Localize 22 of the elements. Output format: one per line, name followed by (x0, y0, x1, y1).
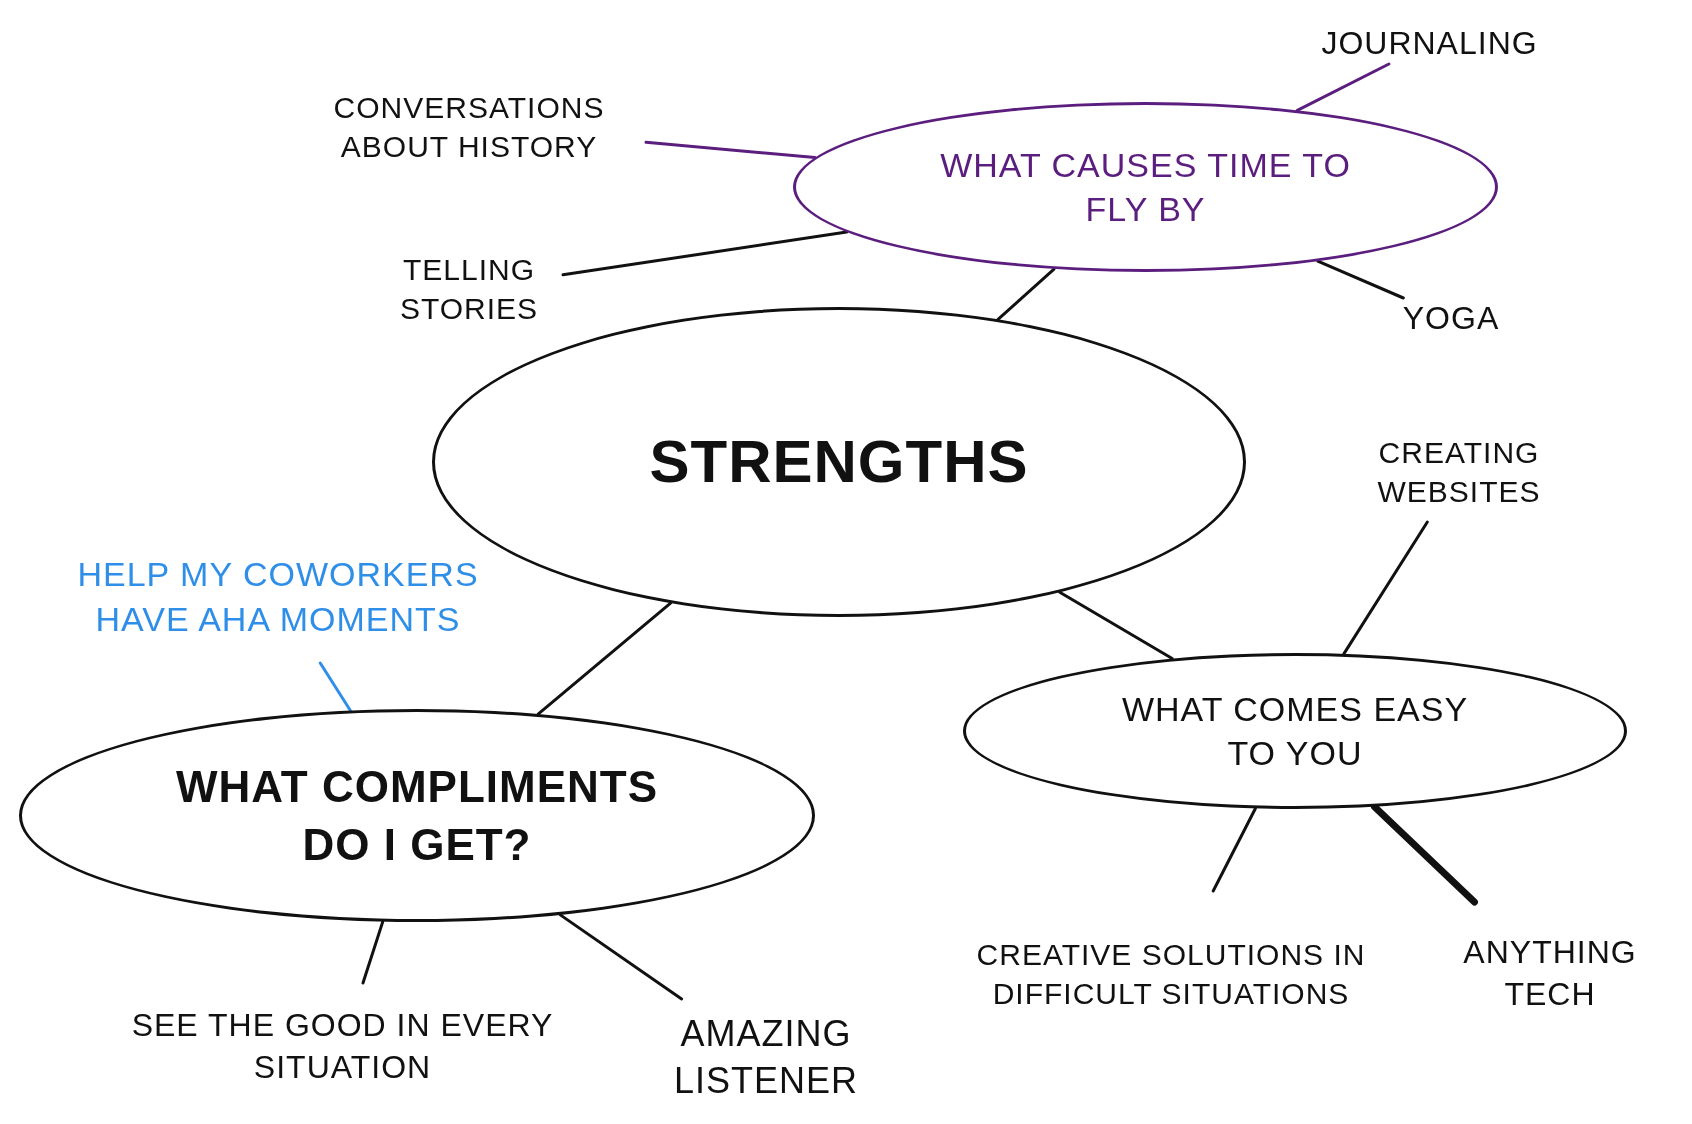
connector-line (644, 140, 817, 159)
connector-line (1316, 259, 1405, 300)
topic-label: WHAT CAUSES TIME TO FLY BY (939, 144, 1352, 230)
topic-label: WHAT COMPLIMENTS DO I GET? (175, 761, 659, 871)
topic-label: STRENGTHS (649, 427, 1029, 497)
idea-text: CREATIVE SOLUTIONS IN DIFFICULT SITUATIONS (975, 936, 1367, 1012)
idea-text: TELLING STORIES (398, 252, 540, 327)
topic-label: WHAT COMES EASY TO YOU (1120, 688, 1470, 774)
idea-text: ANYTHING TECH (1462, 933, 1638, 1014)
connector-line (1058, 590, 1174, 661)
connector-line (561, 230, 849, 277)
idea-text: JOURNALING (1321, 23, 1538, 63)
connector-line (558, 913, 684, 1001)
idea-text: CREATING WEBSITES (1376, 435, 1542, 510)
connector-line (536, 601, 673, 716)
idea-text: HELP MY COWORKERS HAVE AHA MOMENTS (76, 554, 480, 640)
connector-line (1295, 62, 1391, 112)
idea-text: YOGA (1402, 298, 1500, 338)
connector-line (361, 920, 385, 985)
idea-text: SEE THE GOOD IN EVERY SITUATION (130, 1005, 555, 1087)
idea-text: AMAZING LISTENER (672, 1011, 859, 1103)
idea-text: CONVERSATIONS ABOUT HISTORY (332, 89, 606, 165)
